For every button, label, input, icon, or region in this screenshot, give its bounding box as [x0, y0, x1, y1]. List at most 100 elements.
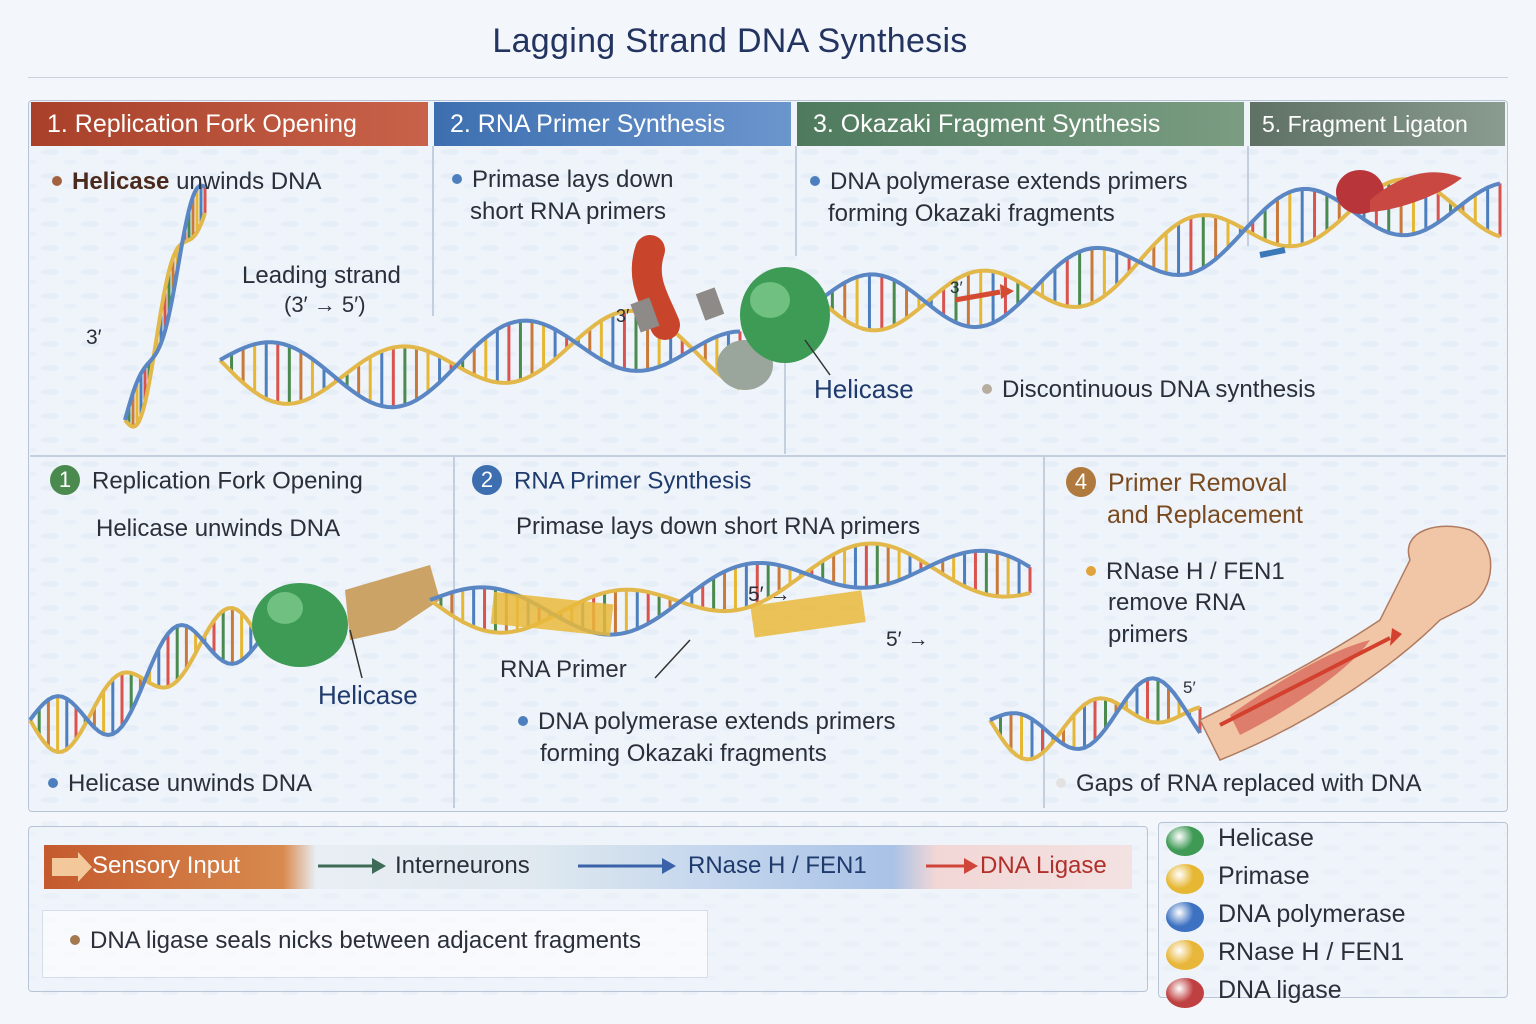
bullet-dot	[52, 175, 62, 186]
primer-block	[750, 590, 866, 638]
replacement-arrow	[1219, 636, 1391, 727]
b4-title-l1: 4 Primer Removal	[1066, 467, 1288, 499]
rna-primer-blocks	[630, 297, 660, 333]
divider	[784, 330, 786, 454]
ligation-arrow	[1259, 247, 1286, 258]
b2-subtitle: Primase lays down short RNA primers	[516, 513, 921, 540]
muscle	[1230, 640, 1370, 735]
legend-swatch	[1166, 826, 1204, 856]
primase-bottom	[345, 565, 440, 640]
legend-swatch	[1166, 978, 1204, 1008]
leading-strand-label: Leading strand	[242, 262, 401, 289]
top-dna-helix	[218, 177, 1502, 410]
b1-title: 1 Replication Fork Opening	[50, 465, 363, 497]
b1-title-text: Replication Fork Opening	[92, 467, 363, 495]
legend-label: DNA ligase	[1218, 976, 1342, 1004]
b1-bullet: Helicase unwinds DNA	[48, 770, 312, 798]
ligase-top	[1370, 172, 1462, 212]
backbone	[219, 318, 741, 410]
p3-bullet-l2: forming Okazaki fragments	[828, 200, 1115, 227]
replacement-arrow	[1390, 628, 1402, 646]
legend-swatch	[1166, 864, 1204, 894]
helicase-label-bottom: Helicase	[318, 680, 418, 710]
discontinuous-label: Discontinuous DNA synthesis	[982, 376, 1315, 404]
bullet-dot	[810, 175, 820, 186]
p2-bullet-l1: Primase lays down	[452, 166, 673, 194]
header-rna-primer: 2. RNA Primer Synthesis	[434, 102, 791, 146]
backbone	[28, 622, 262, 738]
flow-arrow	[52, 852, 92, 882]
bullet-dot	[982, 383, 992, 394]
note-text: DNA ligase seals nicks between adjacent …	[70, 927, 641, 955]
okazaki-arrow	[1000, 284, 1014, 299]
helicase-pointer	[804, 339, 831, 376]
legend-swatch	[1166, 902, 1204, 932]
backbone	[818, 177, 1501, 333]
backbone	[988, 696, 1201, 762]
header-ligation: 5. Fragment Ligaton	[1250, 102, 1505, 146]
bottom-right-helix	[988, 676, 1202, 762]
helicase-bottom	[267, 592, 303, 624]
backbone	[123, 183, 207, 421]
b4-bullet-l2: remove RNA	[1108, 589, 1246, 616]
five-prime-label: 5′ →	[748, 583, 791, 606]
legend-label: RNase H / FEN1	[1218, 938, 1405, 966]
divider	[432, 146, 434, 316]
b4-bullet-text: RNase H / FEN1	[1106, 558, 1285, 585]
flow-step-rnase: RNase H / FEN1	[688, 852, 867, 879]
three-prime-label: 3′	[616, 306, 630, 326]
b4-title-text: Primer Removal	[1108, 469, 1288, 497]
leading-strand-dir: (3′ → 5′)	[284, 292, 366, 317]
primer-pointer	[654, 639, 691, 679]
rna-primer-blocks	[695, 287, 725, 321]
helicase-top	[750, 282, 790, 318]
divider	[795, 146, 797, 256]
primer-block	[490, 591, 614, 637]
bullet-dot	[518, 715, 528, 726]
b1-bullet-text: Helicase unwinds DNA	[68, 770, 313, 797]
bullet-dot	[48, 777, 58, 788]
legend-swatch	[1166, 940, 1204, 970]
divider	[1247, 146, 1249, 246]
five-prime-label: 5′	[1183, 678, 1196, 697]
divider	[453, 457, 455, 808]
b2-bullet-l1: DNA polymerase extends primers	[518, 708, 895, 736]
header-replication-fork: 1. Replication Fork Opening	[31, 102, 428, 146]
b2-bullet-l2: forming Okazaki fragments	[540, 740, 827, 767]
p2-bullet-l2: short RNA primers	[470, 198, 667, 225]
legend-label: DNA polymerase	[1218, 900, 1406, 928]
five-prime-label: 5′ →	[886, 628, 929, 651]
step-number: 4	[1066, 467, 1096, 498]
backbone	[818, 181, 1501, 330]
legend-label: Primase	[1218, 862, 1310, 890]
helicase-pointer	[349, 629, 363, 679]
note-box	[42, 910, 708, 978]
bullet-dot	[1056, 777, 1066, 788]
legend-frame	[1158, 822, 1508, 998]
note-content: DNA ligase seals nicks between adjacent …	[90, 927, 641, 954]
divider	[30, 455, 1506, 457]
legend-label: Helicase	[1218, 824, 1314, 852]
bullet-dot	[452, 173, 462, 184]
three-prime-label: 3′	[86, 326, 102, 349]
bullet-dot	[70, 934, 80, 945]
flow-step-sensory: Sensory Input	[92, 852, 241, 879]
b4-gaps: Gaps of RNA replaced with DNA	[1056, 770, 1421, 798]
bottom-left-helix	[28, 605, 262, 755]
header-okazaki: 3. Okazaki Fragment Synthesis	[797, 102, 1244, 146]
flow-arrow	[662, 858, 676, 874]
step-number: 2	[472, 465, 502, 495]
flow-arrow	[372, 858, 386, 874]
flow-arrow	[964, 858, 978, 874]
p2-bullet-text: Primase lays down	[472, 166, 674, 193]
page-title: Lagging Strand DNA Synthesis	[492, 22, 968, 60]
fork-helix	[123, 183, 207, 429]
divider	[1043, 457, 1045, 808]
backbone	[989, 676, 1202, 752]
b4-bullet-l3: primers	[1108, 621, 1189, 648]
step-number: 1	[50, 465, 80, 495]
title-divider	[28, 77, 1508, 78]
